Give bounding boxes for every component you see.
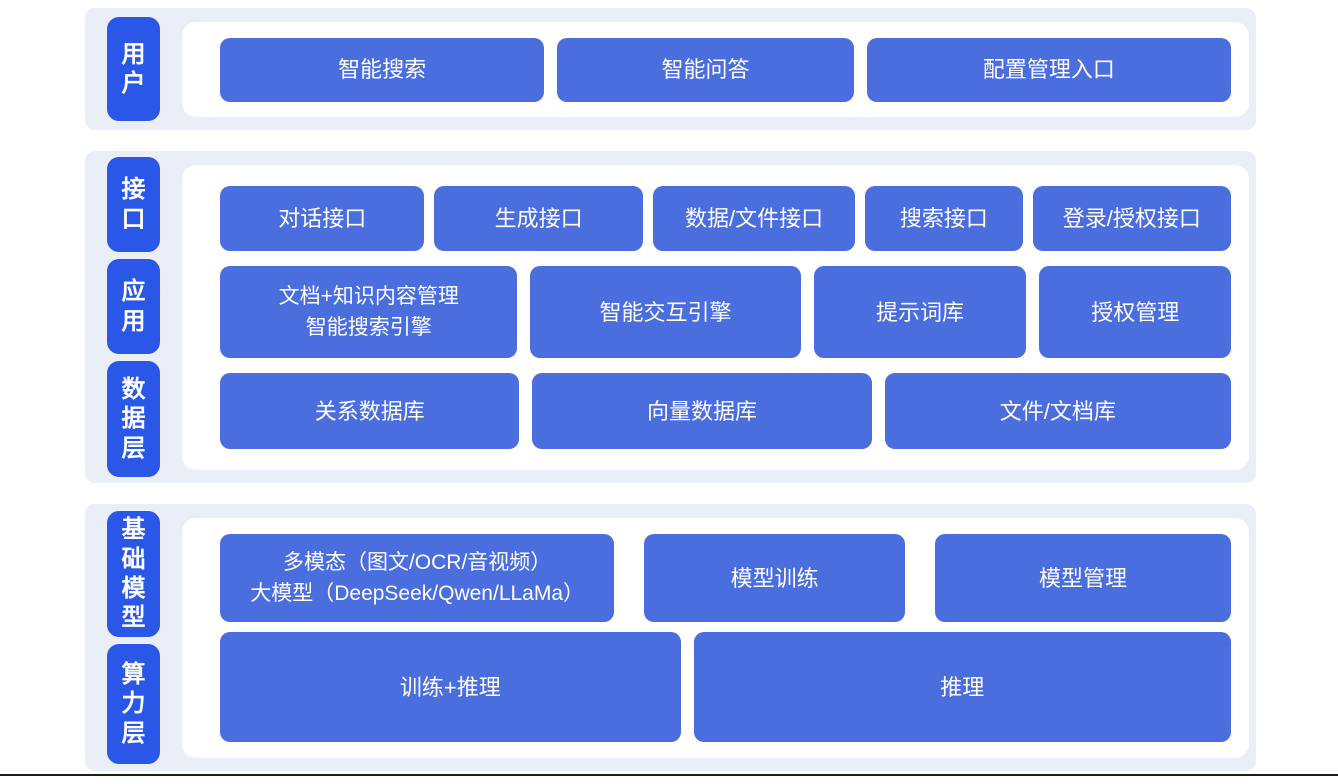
data-row: 关系数据库 向量数据库 文件/文档库: [220, 373, 1231, 449]
box-search-api: 搜索接口: [865, 186, 1023, 251]
box-login-auth-api: 登录/授权接口: [1032, 186, 1231, 251]
section-foundation-model-compute: 基础模型 算力层 多模态（图文/OCR/音视频） 大模型（DeepSeek/Qw…: [85, 504, 1256, 771]
box-doc-knowledge-search-engine: 文档+知识内容管理 智能搜索引擎: [220, 266, 518, 358]
layer-label-data: 数据层: [107, 361, 160, 477]
box-vector-database: 向量数据库: [532, 373, 872, 449]
layer-label-user: 用户: [107, 17, 160, 121]
box-intelligent-interaction-engine: 智能交互引擎: [530, 266, 801, 358]
box-generation-api: 生成接口: [434, 186, 643, 251]
interface-app-data-labels-column: 接口 应用 数据层: [85, 151, 182, 483]
foundation-compute-labels-column: 基础模型 算力层: [85, 504, 182, 771]
interface-app-data-panel: 对话接口 生成接口 数据/文件接口 搜索接口 登录/授权接口 文档+知识内容管理…: [182, 165, 1249, 470]
section-interface-app-data: 接口 应用 数据层 对话接口 生成接口 数据/文件接口 搜索接口 登录/授权接口…: [85, 151, 1256, 483]
layer-label-foundation-model: 基础模型: [107, 511, 160, 637]
box-config-management-entry: 配置管理入口: [866, 37, 1231, 102]
layer-label-compute: 算力层: [107, 644, 160, 764]
foundation-model-row: 多模态（图文/OCR/音视频） 大模型（DeepSeek/Qwen/LLaMa）…: [220, 534, 1232, 622]
box-inference: 推理: [693, 632, 1231, 742]
box-auth-management: 授权管理: [1039, 266, 1231, 358]
foundation-compute-panel: 多模态（图文/OCR/音视频） 大模型（DeepSeek/Qwen/LLaMa）…: [182, 518, 1249, 758]
box-file-document-store: 文件/文档库: [884, 373, 1231, 449]
interface-row: 对话接口 生成接口 数据/文件接口 搜索接口 登录/授权接口: [220, 186, 1231, 251]
layer-label-user-text: 用户: [121, 40, 146, 97]
layer-label-application: 应用: [107, 259, 160, 354]
layer-label-compute-text: 算力层: [121, 661, 146, 747]
application-row: 文档+知识内容管理 智能搜索引擎 智能交互引擎 提示词库 授权管理: [220, 266, 1231, 358]
layer-label-interface-text: 接口: [121, 176, 146, 233]
layer-label-interface: 接口: [107, 157, 160, 252]
bottom-border-line: [0, 774, 1338, 776]
layer-label-foundation-model-text: 基础模型: [121, 516, 146, 632]
box-relational-database: 关系数据库: [220, 373, 520, 449]
user-layer-labels-column: 用户: [85, 8, 182, 130]
layer-label-data-text: 数据层: [121, 376, 146, 462]
box-multimodal-large-model: 多模态（图文/OCR/音视频） 大模型（DeepSeek/Qwen/LLaMa）: [220, 534, 615, 622]
box-model-management: 模型管理: [935, 534, 1232, 622]
user-layer-panel: 智能搜索 智能问答 配置管理入口: [182, 22, 1249, 117]
box-smart-qa: 智能问答: [557, 37, 854, 102]
box-dialog-api: 对话接口: [220, 186, 425, 251]
box-model-training: 模型训练: [644, 534, 906, 622]
box-data-file-api: 数据/文件接口: [652, 186, 856, 251]
compute-row: 训练+推理 推理: [220, 632, 1231, 742]
layer-label-application-text: 应用: [121, 278, 146, 335]
section-user-layer: 用户 智能搜索 智能问答 配置管理入口: [85, 8, 1256, 130]
user-layer-row: 智能搜索 智能问答 配置管理入口: [220, 37, 1231, 102]
box-smart-search: 智能搜索: [220, 37, 545, 102]
box-prompt-library: 提示词库: [813, 266, 1027, 358]
architecture-diagram: 用户 智能搜索 智能问答 配置管理入口 接口 应用 数据层 对话接口: [85, 8, 1256, 771]
box-training-inference: 训练+推理: [220, 632, 681, 742]
